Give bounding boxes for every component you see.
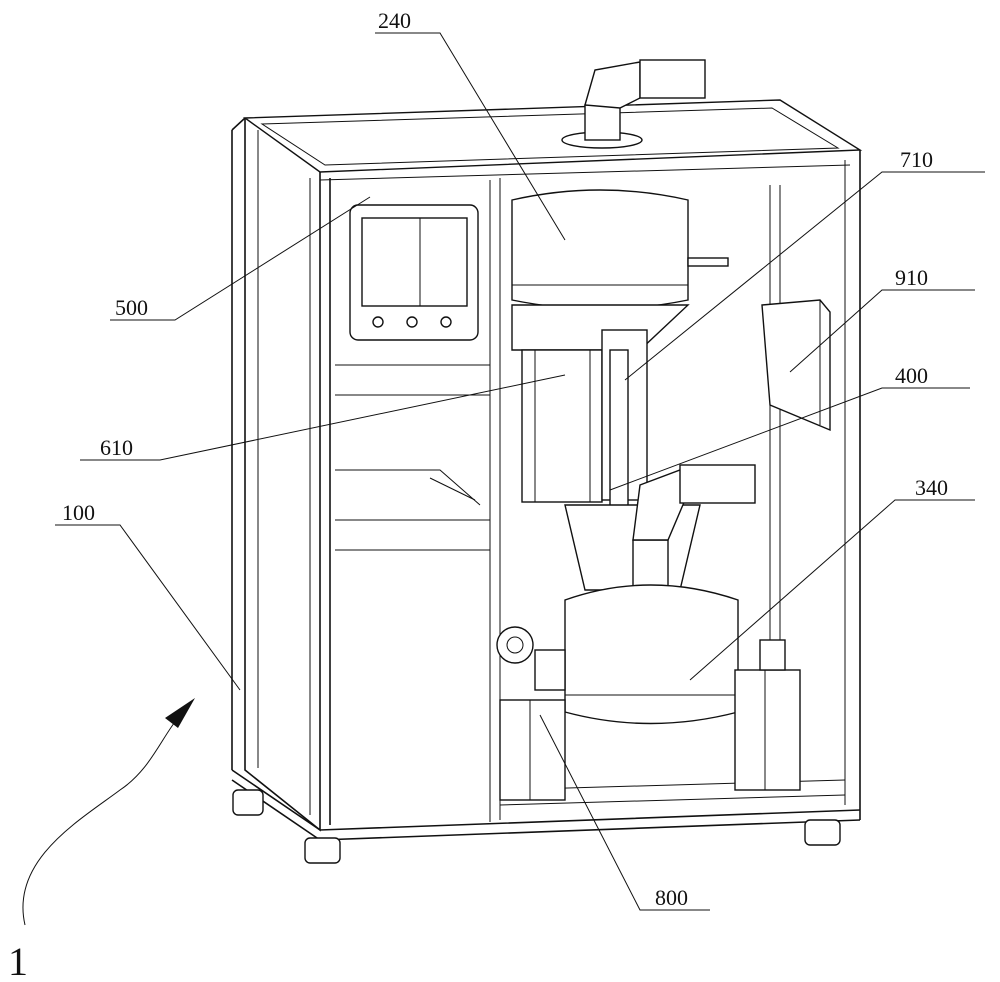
upper-vessel-240 xyxy=(512,190,728,350)
box-910 xyxy=(762,300,830,430)
label-610: 610 xyxy=(100,435,133,460)
lower-assembly-340 xyxy=(565,465,755,770)
label-710: 710 xyxy=(900,147,933,172)
label-500: 500 xyxy=(115,295,148,320)
control-panel-500 xyxy=(350,205,478,340)
assembly-label: 1 xyxy=(8,939,28,982)
label-240: 240 xyxy=(378,8,411,33)
arrowhead-icon xyxy=(165,698,195,728)
label-340: 340 xyxy=(915,475,948,500)
label-400: 400 xyxy=(895,363,928,388)
label-100: 100 xyxy=(62,500,95,525)
label-910: 910 xyxy=(895,265,928,290)
label-800: 800 xyxy=(655,885,688,910)
